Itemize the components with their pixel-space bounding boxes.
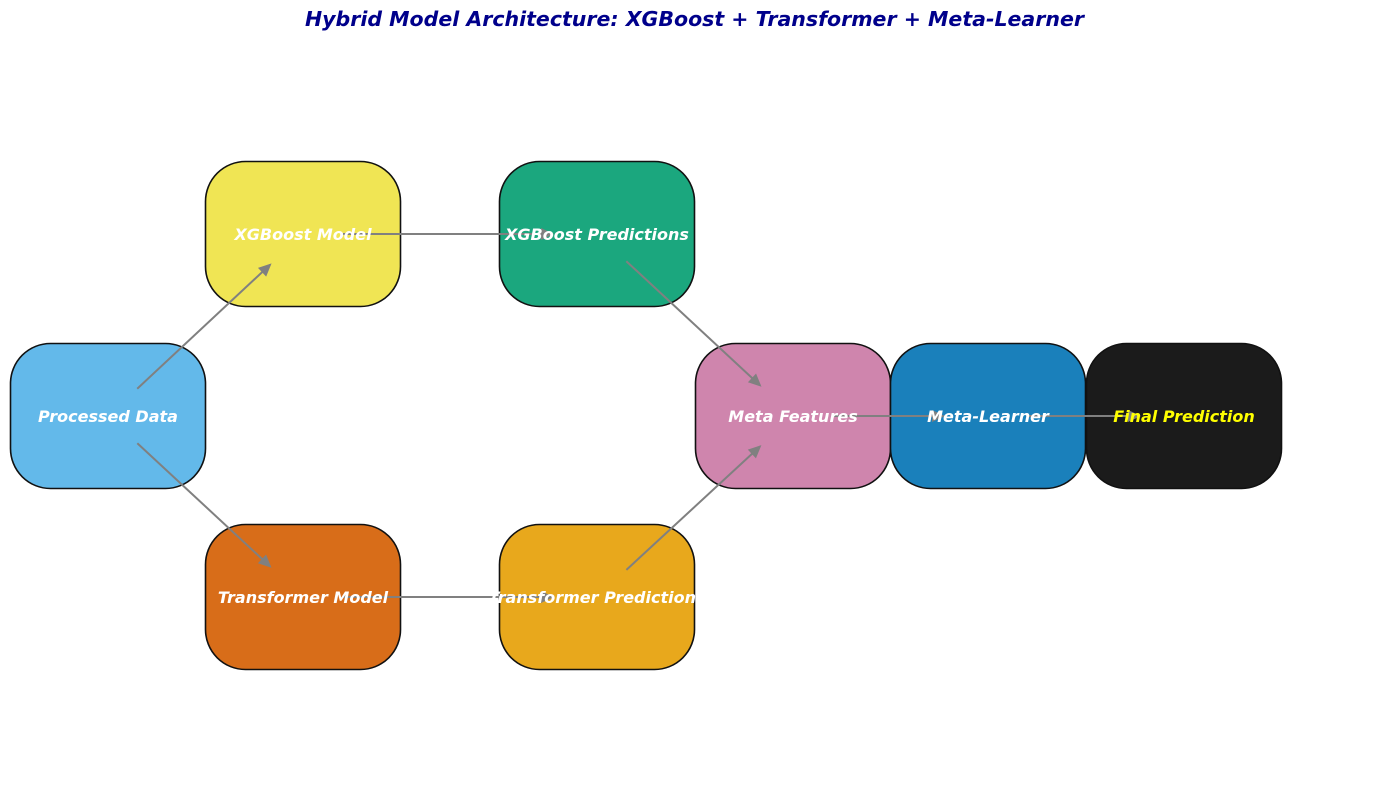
node-label-meta-learner: Meta-Learner <box>927 407 1050 426</box>
arrowhead-icon <box>932 410 945 422</box>
diagram-title: Hybrid Model Architecture: XGBoost + Tra… <box>305 7 1086 31</box>
edge-line <box>136 442 271 568</box>
node-label-xgboost-model: XGBoost Model <box>233 225 372 244</box>
arrowhead-icon <box>747 445 762 459</box>
node-label-transformer-model: Transformer Model <box>218 588 389 607</box>
edge-meta-learner-to-final-prediction <box>1028 410 1141 422</box>
edge-line <box>625 445 761 571</box>
edge-meta-features-to-meta-learner <box>833 410 945 422</box>
node-label-transformer-predictions: Transformer Predictions <box>488 588 705 607</box>
node-processed-data <box>9 342 207 490</box>
arrowhead-icon <box>541 591 554 603</box>
arrowhead-icon <box>1128 410 1141 422</box>
edge-line <box>136 263 271 390</box>
edge-processed-data-to-xgboost-model <box>136 263 272 390</box>
edge-transformer-predictions-to-meta-features <box>625 445 762 571</box>
arrowhead-icon <box>541 228 554 240</box>
arrowhead-icon <box>257 554 272 568</box>
edge-line <box>625 260 761 387</box>
edge-xgboost-predictions-to-meta-features <box>625 260 762 387</box>
node-label-processed-data: Processed Data <box>38 407 178 426</box>
node-label-xgboost-predictions: XGBoost Predictions <box>504 225 689 244</box>
node-label-final-prediction: Final Prediction <box>1113 407 1255 426</box>
arrowhead-icon <box>257 263 272 277</box>
edges-layer <box>136 228 1141 603</box>
edge-xgboost-model-to-xgboost-predictions <box>343 228 554 240</box>
edge-processed-data-to-transformer-model <box>136 442 272 568</box>
arrowhead-icon <box>747 373 762 387</box>
node-label-meta-features: Meta Features <box>728 407 857 426</box>
edge-transformer-model-to-transformer-predictions <box>343 591 554 603</box>
